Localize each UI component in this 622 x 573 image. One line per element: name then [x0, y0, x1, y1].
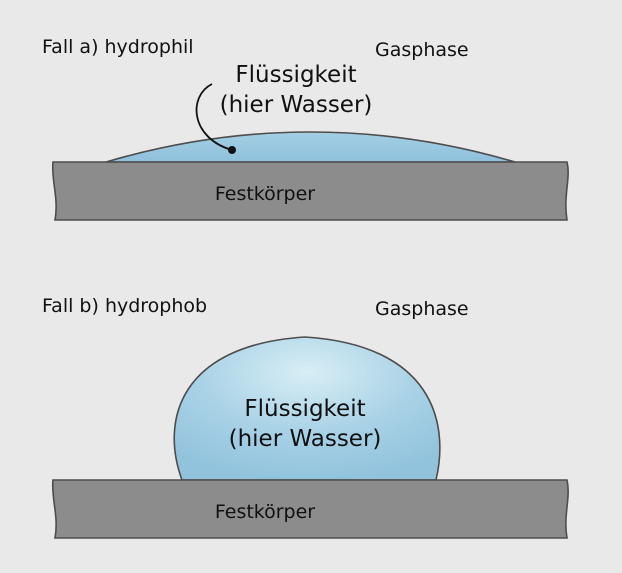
case-b-solid-label: Festkörper: [215, 501, 315, 523]
case-a-liquid-label-line2: (hier Wasser): [220, 92, 373, 118]
case-a-pointer-line: [195, 83, 233, 151]
case-a-solid-block: [51, 161, 569, 221]
case-a-liquid-label-line1: Flüssigkeit: [235, 62, 356, 88]
case-a-title: Fall a) hydrophil: [42, 36, 194, 58]
case-b-liquid-label-line1: Flüssigkeit: [244, 396, 365, 422]
case-b-liquid-drop: [173, 336, 441, 481]
case-b-gas-label: Gasphase: [375, 298, 469, 320]
case-b-panel: Fall b) hydrophob Gasphase Flüssigkeit (…: [42, 295, 569, 539]
case-b-solid-block: [51, 479, 569, 539]
case-a-panel: Fall a) hydrophil Gasphase Flüssigkeit (…: [42, 36, 569, 221]
case-a-solid-label: Festkörper: [215, 183, 315, 205]
case-b-liquid-label-line2: (hier Wasser): [229, 426, 382, 452]
case-a-pointer-dot: [228, 146, 236, 154]
case-b-title: Fall b) hydrophob: [42, 295, 207, 317]
case-a-gas-label: Gasphase: [375, 39, 469, 61]
case-a-liquid-film: [105, 131, 516, 163]
